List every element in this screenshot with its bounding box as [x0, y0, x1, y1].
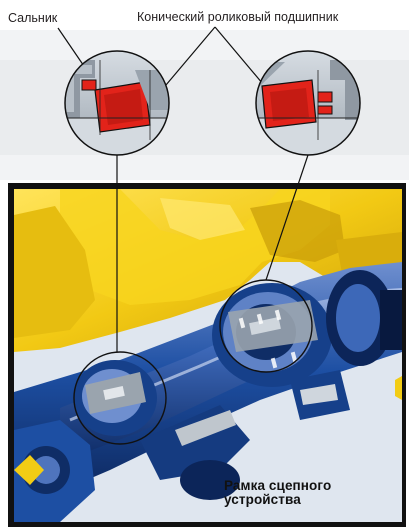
seal-label: Сальник: [8, 11, 58, 25]
tapered-roller-bearing-label: Конический роликовый подшипник: [137, 10, 339, 24]
hitch-frame-cutaway: [8, 183, 406, 527]
hitch-frame-label: Рамка сцепного устройства: [224, 478, 332, 508]
